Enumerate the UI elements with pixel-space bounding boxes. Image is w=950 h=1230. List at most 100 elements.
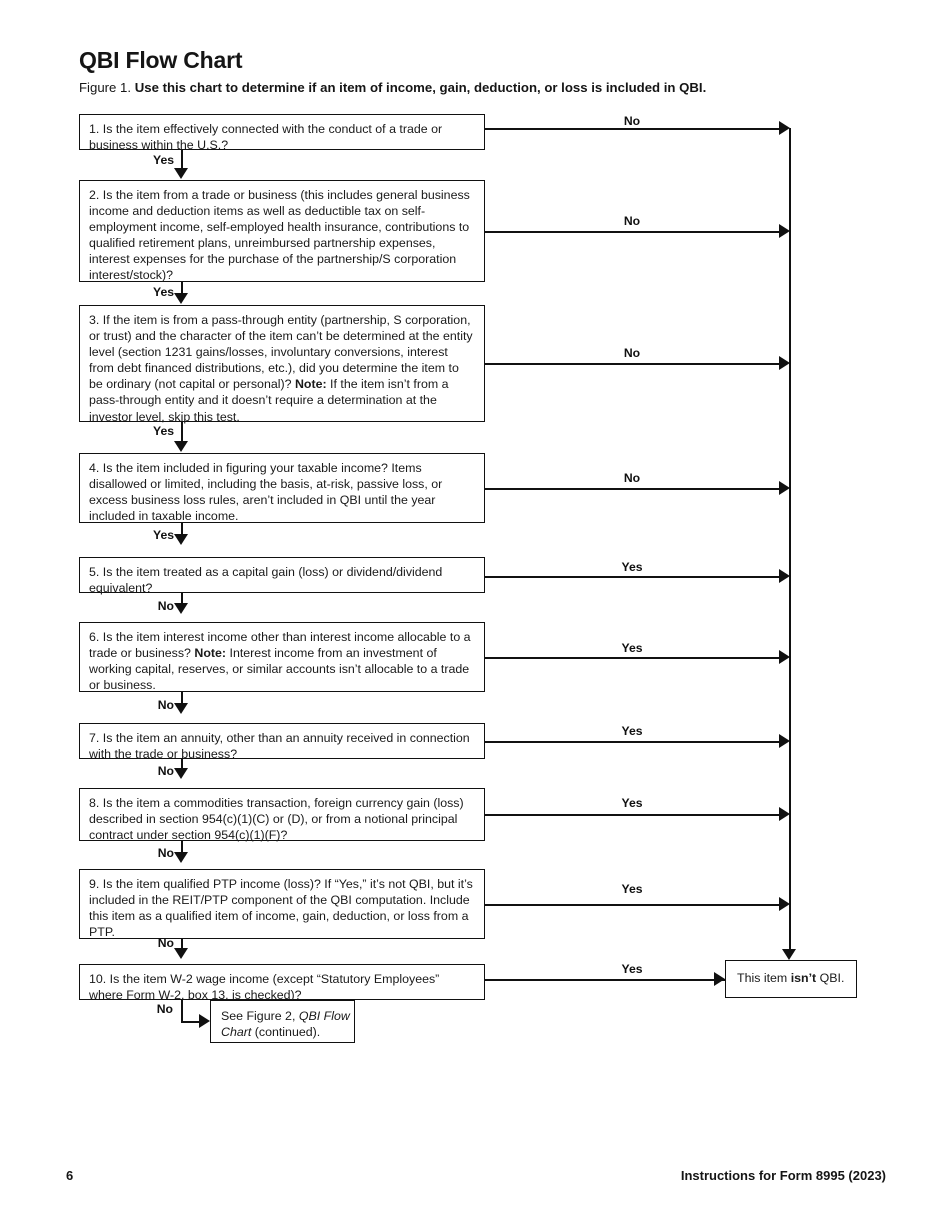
arrowhead-right-8 (779, 807, 790, 821)
branch-label-right-5: Yes (621, 560, 643, 574)
arrowhead-right-9 (779, 897, 790, 911)
arrowhead-down-3 (174, 441, 188, 452)
branch-label-right-9: Yes (621, 882, 643, 896)
flow-box-question-1[interactable]: 1. Is the item effectively connected wit… (79, 114, 485, 153)
connector-right-to-figure2 (181, 1021, 203, 1023)
terminal-see-figure2-post: (continued). (251, 1025, 321, 1040)
branch-label-down-2: Yes (152, 285, 174, 299)
footer-page-number: 6 (66, 1168, 74, 1183)
arrowhead-right-6 (779, 650, 790, 664)
branch-label-right-1: No (623, 114, 641, 128)
arrowhead-right-10 (714, 972, 725, 986)
branch-label-down-7: No (157, 764, 174, 778)
connector-down-4 (181, 523, 183, 535)
branch-label-right-2: No (623, 214, 641, 228)
connector-down-7 (181, 759, 183, 769)
arrowhead-down-4 (174, 534, 188, 545)
question-3-note-text: If the item isn’t from a pass-through en… (89, 377, 449, 424)
connector-down-6 (181, 692, 183, 704)
connector-right-3 (485, 363, 785, 365)
flow-box-terminal-not-qbi[interactable]: This item isn’t QBI. (725, 960, 857, 998)
terminal-see-figure2-pre: See Figure 2, (221, 1009, 299, 1023)
arrowhead-down-6 (174, 703, 188, 714)
connector-right-9 (485, 904, 785, 906)
figure-label: Figure 1. (79, 80, 132, 95)
connector-right-10 (485, 979, 725, 981)
footer-form-title: Instructions for Form 8995 (2023) (680, 1168, 886, 1183)
arrowhead-down-8 (174, 852, 188, 863)
branch-label-down-10: No (156, 1002, 173, 1016)
question-10-text: 10. Is the item W-2 wage income (except … (89, 972, 440, 1003)
question-9-text: 9. Is the item qualified PTP income (los… (89, 877, 473, 940)
connector-down-9 (181, 939, 183, 949)
question-6-text: 6. Is the item interest income other tha… (89, 630, 471, 661)
connector-down-5 (181, 593, 183, 604)
flow-box-question-9[interactable]: 9. Is the item qualified PTP income (los… (79, 869, 485, 939)
figure-caption-text: Use this chart to determine if an item o… (134, 80, 707, 95)
connector-down-8 (181, 841, 183, 853)
branch-label-right-4: No (623, 471, 641, 485)
connector-right-4 (485, 488, 785, 490)
connector-right-6 (485, 657, 785, 659)
page-title: QBI Flow Chart (79, 47, 243, 73)
branch-label-right-8: Yes (621, 796, 643, 810)
arrowhead-down-1 (174, 168, 188, 179)
flow-box-question-4[interactable]: 4. Is the item included in figuring your… (79, 453, 485, 523)
arrowhead-down-9 (174, 948, 188, 959)
arrowhead-right-1 (779, 121, 790, 135)
flow-box-terminal-see-figure-2[interactable]: See Figure 2, QBI Flow Chart (continued)… (210, 1000, 355, 1043)
connector-down-2 (181, 282, 183, 294)
flow-box-question-2[interactable]: 2. Is the item from a trade or business … (79, 180, 485, 282)
arrowhead-down-7 (174, 768, 188, 779)
arrowhead-right-5 (779, 569, 790, 583)
connector-right-7 (485, 741, 785, 743)
connector-down-1 (181, 150, 183, 169)
arrowhead-down-5 (174, 603, 188, 614)
branch-label-right-3: No (623, 346, 641, 360)
branch-label-down-9: No (157, 936, 174, 950)
flow-box-question-8[interactable]: 8. Is the item a commodities transaction… (79, 788, 485, 843)
arrowhead-right-7 (779, 734, 790, 748)
branch-label-right-6: Yes (621, 641, 643, 655)
terminal-see-figure2-italic: QBI Flow Chart (221, 1009, 350, 1040)
branch-label-down-8: No (157, 846, 174, 860)
question-6-note-label: Note: (194, 646, 227, 661)
arrowhead-right-4 (779, 481, 790, 495)
connector-right-2 (485, 231, 785, 233)
branch-label-down-3: Yes (152, 424, 174, 438)
terminal-not-qbi-emphasis: isn’t (790, 971, 817, 985)
branch-label-right-7: Yes (621, 724, 643, 738)
arrowhead-right-3 (779, 356, 790, 370)
terminal-not-qbi-pre: This item (737, 971, 791, 985)
flow-box-question-10[interactable]: 10. Is the item W-2 wage income (except … (79, 964, 485, 1003)
exit-bus-arrowhead-into-terminal (782, 949, 796, 960)
branch-label-down-4: Yes (152, 528, 174, 542)
connector-right-5 (485, 576, 785, 578)
connector-right-1 (485, 128, 785, 130)
branch-label-down-5: No (157, 599, 174, 613)
figure-caption: Figure 1. Use this chart to determine if… (79, 80, 706, 95)
qbi-flow-chart: 1. Is the item effectively connected wit… (79, 114, 857, 1043)
flow-box-question-5[interactable]: 5. Is the item treated as a capital gain… (79, 557, 485, 596)
flow-box-question-3[interactable]: 3. If the item is from a pass-through en… (79, 305, 485, 424)
arrowhead-down-2 (174, 293, 188, 304)
question-3-note-label: Note: (294, 377, 327, 392)
question-4-text: 4. Is the item included in figuring your… (89, 461, 443, 524)
connector-down-10 (181, 1000, 183, 1022)
question-3-text: 3. If the item is from a pass-through en… (89, 313, 473, 392)
question-2-text: 2. Is the item from a trade or business … (89, 188, 470, 283)
question-7-text: 7. Is the item an annuity, other than an… (89, 731, 470, 762)
question-6-note-text: Interest income from an investment of wo… (89, 646, 470, 693)
terminal-not-qbi-post: QBI. (816, 971, 845, 985)
question-5-text: 5. Is the item treated as a capital gain… (89, 565, 443, 596)
question-8-text: 8. Is the item a commodities transaction… (89, 796, 464, 843)
flow-box-question-7[interactable]: 7. Is the item an annuity, other than an… (79, 723, 485, 762)
arrowhead-to-figure2 (199, 1014, 210, 1028)
connector-right-8 (485, 814, 785, 816)
flow-box-question-6[interactable]: 6. Is the item interest income other tha… (79, 622, 485, 692)
connector-down-3 (181, 422, 183, 442)
question-1-text: 1. Is the item effectively connected wit… (89, 122, 443, 153)
branch-label-down-1: Yes (152, 153, 174, 167)
branch-label-down-6: No (157, 698, 174, 712)
exit-bus-vertical-line (789, 128, 791, 950)
